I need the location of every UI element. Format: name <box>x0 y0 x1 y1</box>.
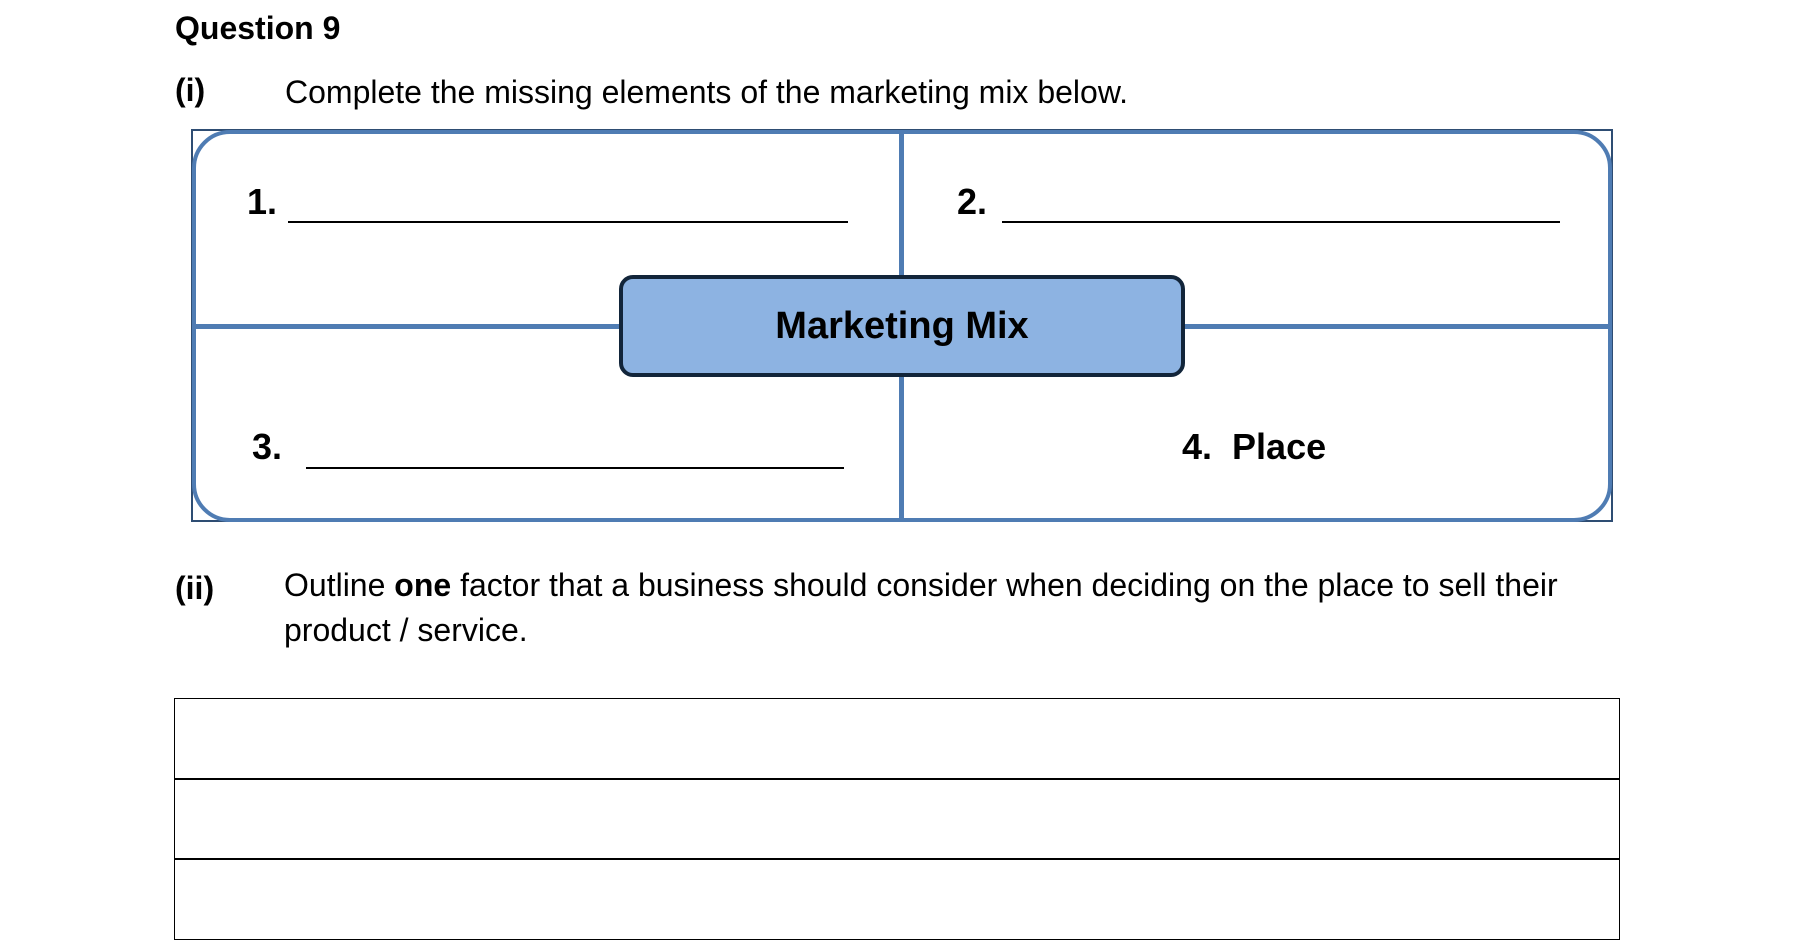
part-ii-text-bold: one <box>394 567 452 603</box>
part-ii-instruction-line2: product / service. <box>284 612 528 648</box>
quadrant-2-answer-line[interactable] <box>1002 221 1560 223</box>
divider-horizontal-left <box>194 324 624 329</box>
divider-vertical-bottom <box>899 375 904 520</box>
divider-vertical-top <box>899 132 904 277</box>
quadrant-2-number: 2. <box>957 181 988 222</box>
divider-horizontal-right <box>1182 324 1610 329</box>
quadrant-4: 4. Place <box>1182 425 1326 469</box>
marketing-mix-center-box: Marketing Mix <box>619 275 1185 377</box>
quadrant-4-answer: Place <box>1232 426 1327 467</box>
answer-row-divider <box>175 858 1619 860</box>
answer-box[interactable] <box>174 698 1620 940</box>
part-ii-instruction: Outline one factor that a business shoul… <box>284 563 1558 607</box>
part-ii-text-after: factor that a business should consider w… <box>451 567 1558 603</box>
part-i-instruction: Complete the missing elements of the mar… <box>285 74 1129 110</box>
part-ii-text-before: Outline <box>284 567 395 603</box>
answer-row-divider <box>175 778 1619 780</box>
quadrant-1-answer-line[interactable] <box>288 221 848 223</box>
part-i-label: (i) <box>175 72 206 108</box>
question-title: Question 9 <box>175 10 341 46</box>
quadrant-3-answer-line[interactable] <box>306 467 844 469</box>
quadrant-1-number: 1. <box>247 181 278 222</box>
quadrant-4-number: 4. <box>1182 426 1213 467</box>
quadrant-3-number: 3. <box>252 426 283 467</box>
part-ii-label: (ii) <box>175 570 215 606</box>
